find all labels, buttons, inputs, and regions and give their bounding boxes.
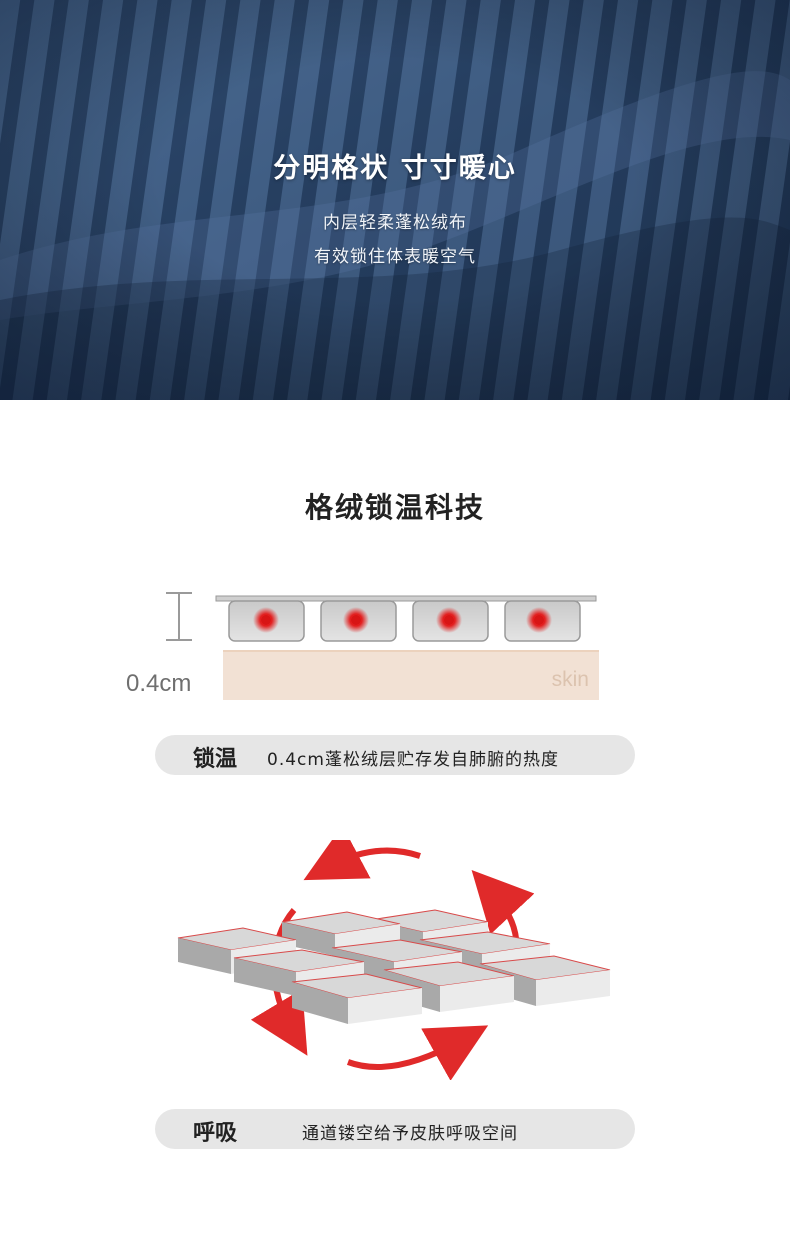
breathable-grid-diagram [177,840,611,1080]
feature-warmth-text: 0.4cm蓬松绒层贮存发自肺腑的热度 [267,750,559,770]
hero-subtitle-line-1: 内层轻柔蓬松绒布 [323,213,467,233]
fleece-cell [504,600,581,642]
feature-breathable-label: 呼吸 [193,1121,238,1146]
skin-label: skin [551,668,589,691]
skin-layer: skin [223,650,599,700]
section-title: 格绒锁温科技 [304,491,485,524]
grid-block [383,961,515,1012]
fleece-layer-diagram [166,592,597,642]
hero-title: 分明格状 寸寸暖心 [273,153,517,184]
feature-warmth-pill: 锁温 0.4cm蓬松绒层贮存发自肺腑的热度 [155,735,635,775]
fleece-cell [412,600,489,642]
fleece-cell [320,600,397,642]
feature-warmth-label: 锁温 [193,747,238,772]
thickness-bracket [166,592,192,641]
hero-subtitle-line-2: 有效锁住体表暖空气 [314,247,476,267]
thickness-label: 0.4cm [126,670,192,697]
grid-block [291,973,423,1024]
hero-banner: 分明格状 寸寸暖心 内层轻柔蓬松绒布 有效锁住体表暖空气 [0,0,790,400]
fabric-top-layer [215,595,597,602]
feature-breathable-pill: 呼吸 通道镂空给予皮肤呼吸空间 [155,1109,635,1149]
fleece-cell [228,600,305,642]
fleece-texture-image [0,0,790,400]
feature-breathable-text: 通道镂空给予皮肤呼吸空间 [302,1124,518,1144]
